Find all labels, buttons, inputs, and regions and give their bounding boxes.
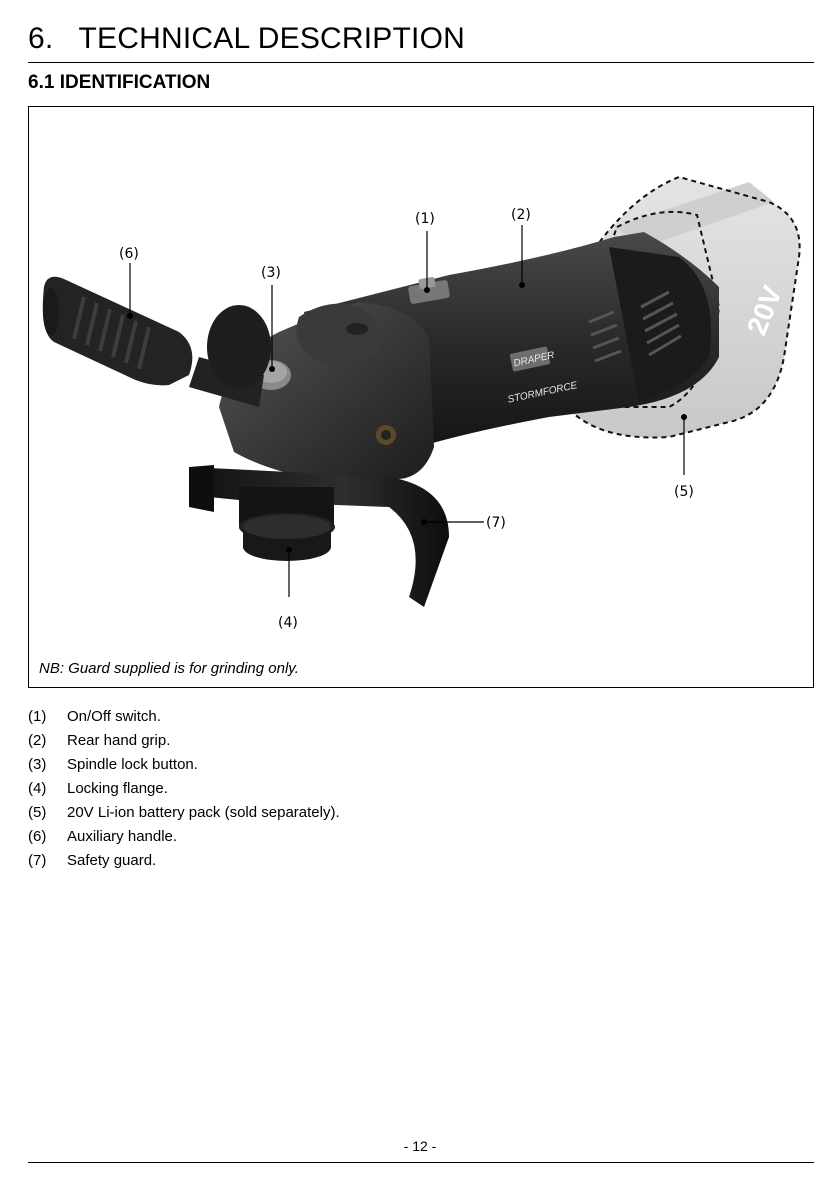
footer-rule [28,1162,814,1163]
legend-item: (7) Safety guard. [28,848,340,872]
legend-text: Safety guard. [67,851,157,869]
legend-text: Locking flange. [67,779,168,797]
section-title: 6. TECHNICAL DESCRIPTION [28,22,465,56]
callout-7: (7) [486,515,506,531]
brand-badge [509,346,551,372]
legend-number: (1) [28,707,47,725]
callout-2: (2) [511,207,531,223]
section-title-text: TECHNICAL DESCRIPTION [78,22,465,55]
parts-legend: (1) On/Off switch. (2) Rear hand grip. (3)… [28,704,340,872]
gear-head [219,302,434,482]
legend-number: (4) [28,779,47,797]
legend-number: (7) [28,851,47,869]
legend-item: (1) On/Off switch. [28,704,340,728]
legend-text: On/Off switch. [67,707,161,725]
callout-leaders [129,225,685,597]
legend-item: (6) Auxiliary handle. [28,824,340,848]
callout-dots [127,282,687,553]
auxiliary-handle [42,276,271,407]
figure-note: NB: Guard supplied is for grinding only. [39,660,299,677]
legend-number: (3) [28,755,47,773]
legend-item: (3) Spindle lock button. [28,752,340,776]
title-rule [28,62,814,63]
subsection-title: 6.1 IDENTIFICATION [28,72,211,93]
locking-flange [239,487,335,561]
legend-item: (2) Rear hand grip. [28,728,340,752]
legend-text: Auxiliary handle. [67,827,178,845]
legend-number: (6) [28,827,47,845]
page-number: - 12 - [403,1138,437,1154]
callout-4: (4) [278,615,298,631]
vent-slots [588,290,682,363]
callout-1: (1) [415,211,435,227]
section-number: 6. [28,22,54,55]
callout-6: (6) [119,246,139,262]
angle-grinder-illustration: 20V DRAPER STORMFORCE [42,175,801,631]
legend-item: (4) Locking flange. [28,776,340,800]
legend-item: (5) 20V Li-ion battery pack (sold separat… [28,800,340,824]
legend-number: (5) [28,803,47,821]
legend-text: Rear hand grip. [67,731,171,749]
legend-text: Spindle lock button. [67,755,198,773]
callout-3: (3) [261,265,281,281]
legend-text: 20V Li-ion battery pack (sold separately… [67,803,340,821]
legend-number: (2) [28,731,47,749]
safety-guard [189,465,449,607]
figure-box: 20V DRAPER STORMFORCE [28,106,814,688]
callout-5: (5) [674,484,694,500]
